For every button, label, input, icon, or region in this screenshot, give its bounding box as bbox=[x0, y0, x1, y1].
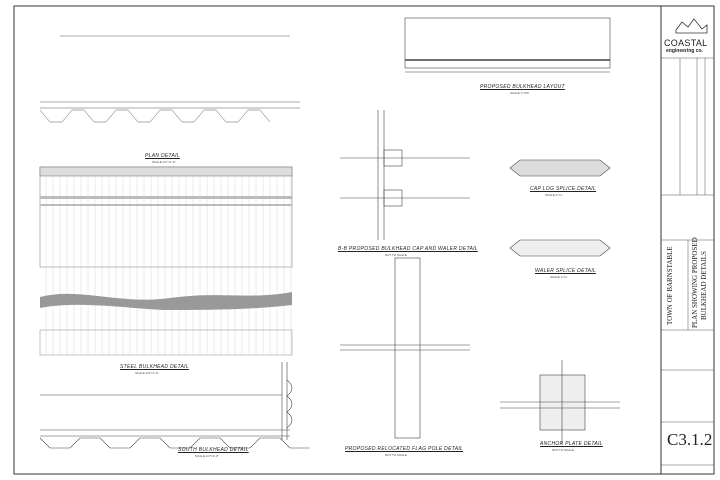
bulkhead-layout-drawing bbox=[404, 17, 611, 73]
detail-title: ANCHOR PLATE DETAIL bbox=[540, 441, 603, 447]
bulkhead-section-top bbox=[39, 35, 300, 123]
company-subtitle: engineering co. bbox=[666, 48, 703, 54]
client-name: TOWN OF BARNSTABLE bbox=[666, 246, 674, 325]
detail-scale: SCALE 1"=1' bbox=[550, 275, 568, 279]
title-block-grid bbox=[661, 57, 714, 466]
detail-title: PROPOSED RELOCATED FLAG POLE DETAIL bbox=[345, 446, 464, 452]
cap-waler-section-drawing bbox=[340, 110, 470, 240]
company-name: COASTAL bbox=[664, 38, 708, 48]
south-bulkhead-drawing bbox=[39, 362, 310, 449]
detail-title: SOUTH BULKHEAD DETAIL bbox=[178, 447, 249, 453]
detail-scale: SCALE 1/2"=1'-0" bbox=[195, 454, 219, 458]
detail-title: STEEL BULKHEAD DETAIL bbox=[120, 364, 189, 370]
flag-pole-drawing bbox=[340, 257, 470, 439]
cap-log-splice-drawing bbox=[509, 159, 611, 257]
plan-detail-drawing bbox=[39, 166, 293, 356]
detail-title: WALER SPLICE DETAIL bbox=[535, 268, 597, 274]
detail-scale: NOT TO SCALE bbox=[552, 448, 574, 452]
anchor-plate-drawing bbox=[500, 360, 620, 445]
sheet-title-line-1: PLAN SHOWING PROPOSED bbox=[691, 237, 699, 328]
detail-title: PROPOSED BULKHEAD LAYOUT bbox=[480, 84, 565, 90]
company-logo-icon bbox=[675, 18, 708, 34]
detail-scale: SCALE 1/2"=1'-0" bbox=[152, 160, 176, 164]
detail-title: CAP LOG SPLICE DETAIL bbox=[530, 186, 597, 192]
sheet-number: C3.1.2 bbox=[667, 430, 713, 449]
detail-scale: SCALE 1/2"=1'-0" bbox=[135, 371, 159, 375]
detail-title: PLAN DETAIL bbox=[145, 153, 180, 159]
detail-scale: NOT TO SCALE bbox=[385, 453, 407, 457]
detail-scale: NOT TO SCALE bbox=[385, 253, 407, 257]
sheet-title-line-2: BULKHEAD DETAILS bbox=[700, 251, 708, 320]
detail-scale: SCALE 1"=50' bbox=[510, 91, 530, 95]
detail-scale: SCALE 1"=1' bbox=[545, 193, 563, 197]
detail-title: B-B PROPOSED BULKHEAD CAP AND WALER DETA… bbox=[338, 246, 478, 252]
